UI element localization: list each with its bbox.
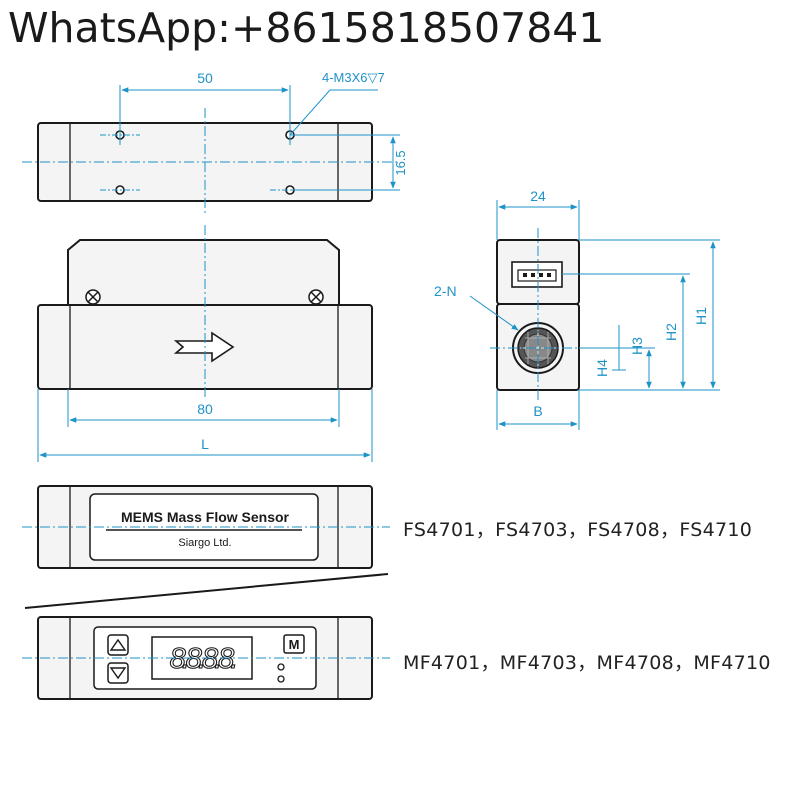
meter-model-list: MF4701，MF4703，MF4708，MF4710 — [403, 652, 771, 674]
electronics-housing — [67, 239, 340, 305]
display-digits: 8.8.8.8. — [170, 643, 236, 675]
whatsapp-contact: WhatsApp:+8615818507841 — [8, 4, 605, 52]
dim-24-label: 24 — [530, 188, 546, 204]
dim-B-label: B — [533, 403, 542, 419]
screw-icon — [85, 289, 101, 305]
label-plate-maker: Siargo Ltd. — [178, 537, 231, 549]
status-led — [277, 663, 285, 671]
dim-16-5-label: 16.5 — [393, 150, 408, 175]
port-count-label: 2-N — [434, 283, 457, 299]
top-view-dimensions — [22, 85, 400, 215]
dim-L-label: L — [201, 436, 209, 452]
mode-button — [283, 634, 305, 654]
dim-H1-label: H1 — [693, 307, 709, 325]
separator-line — [24, 573, 389, 609]
connector-icon — [511, 261, 563, 288]
dim-H2-label: H2 — [663, 323, 679, 341]
down-button — [107, 662, 129, 684]
leader-line — [289, 89, 331, 136]
triangle-down-icon — [109, 667, 127, 680]
side-view-dimensions — [37, 225, 373, 462]
screw-icon — [308, 289, 324, 305]
hole-spec-label: 4-M3X6▽7 — [322, 70, 385, 85]
end-view-dimensions — [469, 200, 720, 430]
dim-H3-label: H3 — [629, 337, 645, 355]
status-led — [277, 675, 285, 683]
dim-H4-label: H4 — [594, 359, 610, 377]
dim-50-label: 50 — [197, 70, 213, 86]
label-plate-title: MEMS Mass Flow Sensor — [121, 509, 290, 525]
leader-2-N — [469, 295, 519, 331]
mode-key-label: M — [289, 637, 300, 652]
dim-80-label: 80 — [197, 401, 213, 417]
flow-port-icon — [512, 322, 564, 374]
up-button — [107, 634, 129, 656]
triangle-up-icon — [109, 638, 127, 651]
sensor-model-list: FS4701，FS4703，FS4708，FS4710 — [403, 519, 753, 541]
